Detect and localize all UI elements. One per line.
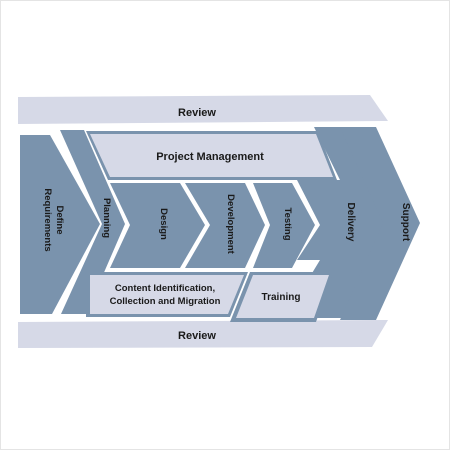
review-bottom-label: Review	[178, 330, 216, 342]
phase-design	[110, 183, 205, 268]
content-label-line1: Content Identification,	[115, 283, 215, 294]
testing-label: Testing	[282, 207, 293, 240]
project-management-label: Project Management	[156, 151, 264, 163]
review-band-top	[18, 95, 388, 124]
phase-support	[340, 127, 420, 320]
training-label: Training	[262, 292, 301, 303]
phase-testing	[253, 183, 315, 268]
design-label: Design	[158, 208, 169, 240]
define-label-line2: Requirements	[42, 188, 53, 251]
planning-label: Planning	[101, 198, 112, 238]
band-content-identification-face	[90, 275, 244, 314]
content-label-line2: Collection and Migration	[110, 296, 221, 307]
band-project-management-face	[90, 134, 333, 177]
delivery-label: Delivery	[345, 203, 356, 242]
band-training-face	[236, 275, 329, 318]
review-band-bottom	[18, 320, 388, 348]
review-top-label: Review	[178, 107, 216, 119]
define-label-line1: Define	[54, 205, 65, 234]
support-label: Support	[400, 203, 411, 242]
development-label: Development	[225, 194, 236, 254]
phase-define-requirements	[20, 135, 100, 314]
phase-development	[185, 183, 265, 268]
